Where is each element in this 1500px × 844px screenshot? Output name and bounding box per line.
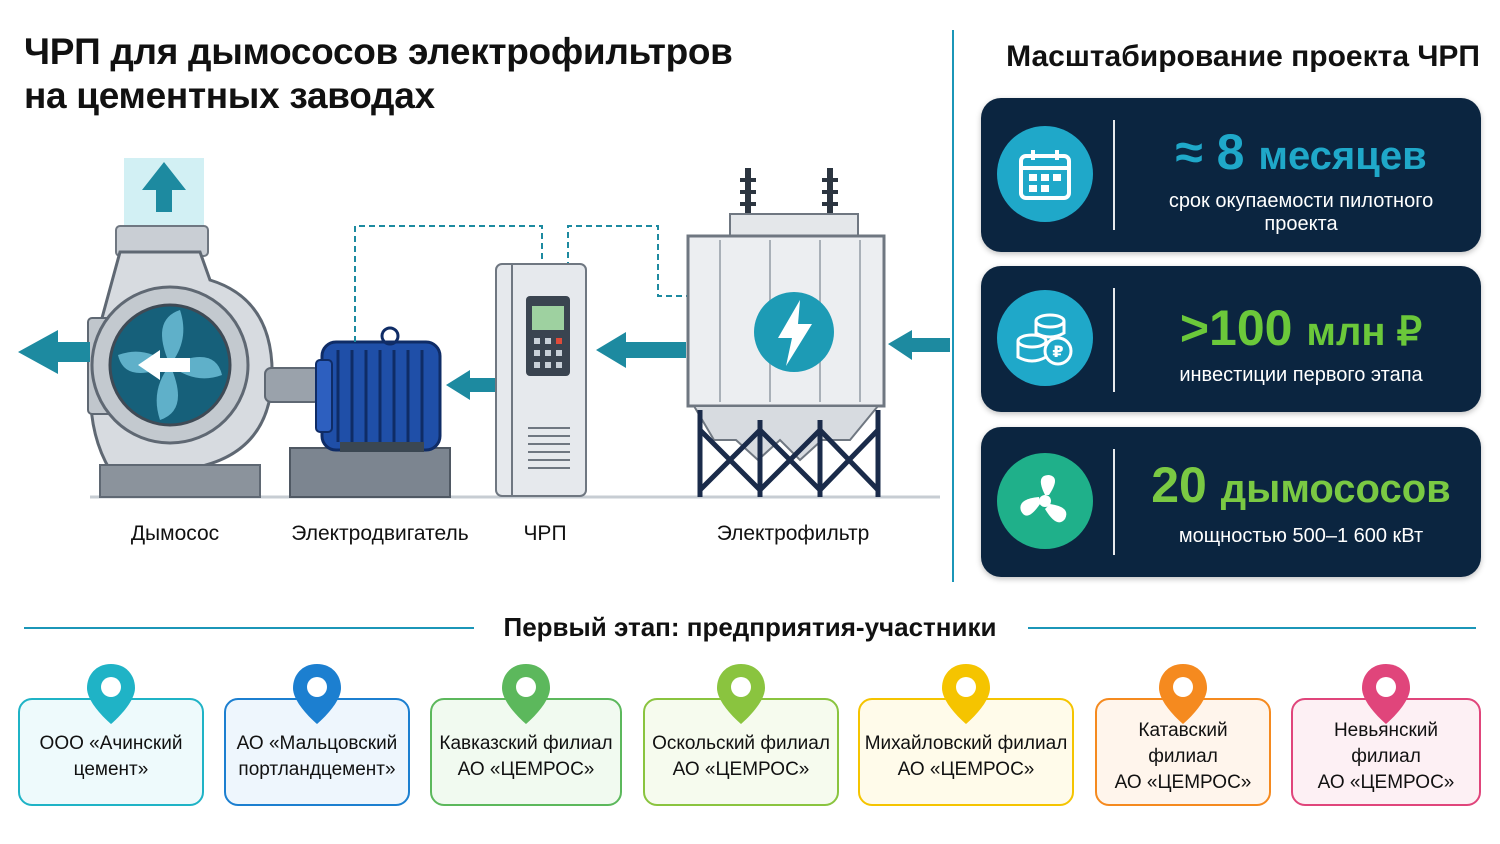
location-pin-icon bbox=[87, 664, 135, 724]
fan-outlet-arrow bbox=[18, 330, 90, 374]
section-line-left bbox=[24, 627, 474, 629]
participant-card: Михайловский филиал АО «ЦЕМРОС» bbox=[858, 698, 1074, 806]
control-line-2 bbox=[567, 225, 690, 297]
payback-caption: срок окупаемости пилотного проекта bbox=[1168, 190, 1434, 235]
motor-input-arrow bbox=[446, 370, 496, 400]
location-pin-icon bbox=[717, 664, 765, 724]
location-pin-icon bbox=[942, 664, 990, 724]
filter-label: Электрофильтр bbox=[716, 522, 870, 545]
exhaust-up-arrow bbox=[124, 158, 204, 228]
investment-value: >100 bbox=[1179, 300, 1293, 356]
fan-equipment bbox=[87, 225, 274, 498]
payback-value-line: ≈ 8 месяцев bbox=[1131, 120, 1471, 188]
vfd-label: ЧРП bbox=[523, 522, 567, 545]
location-pin-icon bbox=[1159, 664, 1207, 724]
card-separator bbox=[1113, 449, 1115, 555]
location-pin-icon bbox=[502, 664, 550, 724]
coupling-shaft bbox=[264, 367, 321, 403]
participant-name: АО «Мальцовский портландцемент» bbox=[236, 733, 398, 780]
section-line-right bbox=[1028, 627, 1476, 629]
location-pin-icon bbox=[293, 664, 341, 724]
participant-name: Михайловский филиал АО «ЦЕМРОС» bbox=[864, 733, 1068, 780]
fans-value-line: 20 дымососов bbox=[1131, 453, 1471, 521]
vfd-cabinet bbox=[495, 263, 587, 497]
participant-name: Кавказский филиал АО «ЦЕМРОС» bbox=[439, 733, 613, 780]
investment-caption: инвестиции первого этапа bbox=[1179, 364, 1423, 386]
fan-label: Дымосос bbox=[130, 522, 220, 545]
motor-equipment bbox=[289, 326, 451, 498]
filter-input-arrow bbox=[888, 330, 950, 360]
payback-unit: месяцев bbox=[1258, 134, 1427, 178]
calendar-icon bbox=[997, 126, 1093, 222]
investment-value-line: >100 млн ₽ bbox=[1131, 296, 1471, 364]
motor-label: Электродвигатель bbox=[291, 522, 469, 545]
participant-name: ООО «Ачинский цемент» bbox=[39, 733, 183, 780]
fans-unit: дымососов bbox=[1220, 467, 1451, 511]
payback-card: ≈ 8 месяцев срок окупаемости пилотного п… bbox=[981, 98, 1481, 252]
investment-unit: млн ₽ bbox=[1306, 310, 1423, 354]
location-pin-icon bbox=[1362, 664, 1410, 724]
page-title: ЧРП для дымососов электрофильтров на цем… bbox=[24, 30, 733, 118]
coins-ruble-icon: ₽ bbox=[997, 290, 1093, 386]
fans-value: 20 bbox=[1151, 457, 1207, 513]
vertical-divider bbox=[952, 30, 954, 582]
card-separator bbox=[1113, 120, 1115, 230]
svg-text:₽: ₽ bbox=[1052, 342, 1063, 361]
participant-name: Катавский филиал АО «ЦЕМРОС» bbox=[1114, 720, 1252, 793]
card-separator bbox=[1113, 288, 1115, 392]
investment-card: ₽ >100 млн ₽ инвестиции первого этапа bbox=[981, 266, 1481, 412]
control-line-1 bbox=[354, 225, 543, 342]
participant-name: Невьянский филиал АО «ЦЕМРОС» bbox=[1317, 720, 1455, 793]
equipment-diagram bbox=[18, 158, 950, 499]
participants-title: Первый этап: предприятия-участники bbox=[503, 612, 997, 642]
fan-icon bbox=[997, 453, 1093, 549]
fans-caption: мощностью 500–1 600 кВт bbox=[1178, 525, 1424, 547]
scaling-title: Масштабирование проекта ЧРП bbox=[1006, 40, 1480, 73]
title-line-1: ЧРП для дымососов электрофильтров bbox=[24, 31, 733, 72]
payback-value: ≈ 8 bbox=[1175, 124, 1245, 180]
filter-equipment bbox=[686, 168, 886, 497]
fans-card: 20 дымососов мощностью 500–1 600 кВт bbox=[981, 427, 1481, 577]
participant-name: Оскольский филиал АО «ЦЕМРОС» bbox=[652, 733, 830, 780]
title-line-2: на цементных заводах bbox=[24, 75, 435, 116]
vfd-input-arrow bbox=[596, 332, 686, 368]
